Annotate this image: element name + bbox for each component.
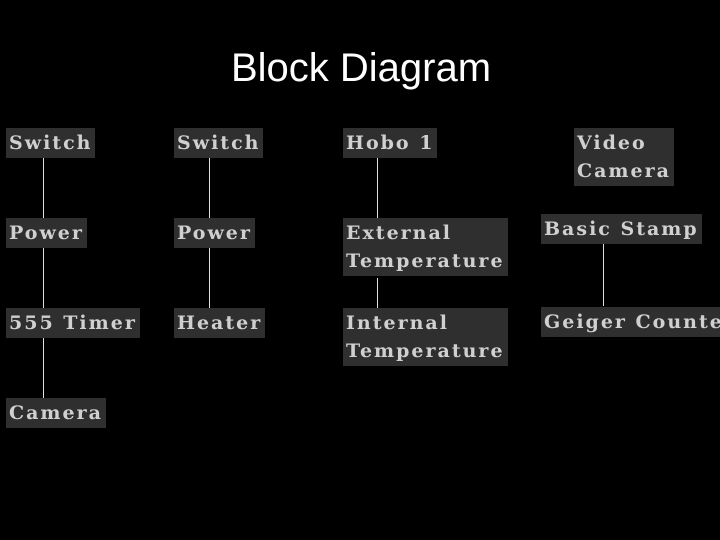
block-power-2: Power: [174, 218, 255, 248]
block-label: Video: [577, 132, 647, 154]
block-label: 555 Timer: [9, 312, 137, 334]
connector-timer-camera: [43, 338, 44, 398]
block-power-1: Power: [6, 218, 87, 248]
connector-power-heater: [209, 248, 210, 308]
block-video-camera: Video Camera: [574, 128, 674, 186]
block-label: Geiger Counter: [544, 311, 720, 333]
block-hobo-1: Hobo 1: [343, 128, 438, 158]
block-geiger-counter: Geiger Counter: [541, 307, 720, 337]
block-internal-temperature: Internal Temperature: [343, 308, 508, 366]
block-label: Power: [9, 222, 84, 244]
block-555-timer: 555 Timer: [6, 308, 140, 338]
block-label: External: [346, 222, 453, 244]
diagram-title: Block Diagram: [230, 46, 492, 90]
block-label: Temperature: [346, 250, 505, 272]
block-external-temperature: External Temperature: [343, 218, 508, 276]
block-label: Basic Stamp: [544, 218, 699, 240]
block-basic-stamp: Basic Stamp: [541, 214, 702, 244]
block-label: Internal: [346, 312, 449, 334]
block-label: Temperature: [346, 340, 505, 362]
connector-switch-power-1: [43, 158, 44, 218]
connector-hobo-external: [377, 158, 378, 218]
block-label: Camera: [577, 160, 671, 182]
block-camera: Camera: [6, 398, 106, 428]
block-switch-2: Switch: [174, 128, 264, 158]
block-label: Hobo 1: [346, 132, 435, 154]
connector-switch-power-2: [209, 158, 210, 218]
block-label: Switch: [9, 132, 93, 154]
block-label: Switch: [177, 132, 261, 154]
block-heater: Heater: [174, 308, 266, 338]
connector-stamp-geiger: [603, 244, 604, 306]
block-switch-1: Switch: [6, 128, 96, 158]
connector-external-internal: [377, 278, 378, 308]
block-label: Heater: [177, 312, 263, 334]
block-label: Power: [177, 222, 252, 244]
block-label: Camera: [9, 402, 103, 424]
connector-power-timer: [43, 248, 44, 308]
